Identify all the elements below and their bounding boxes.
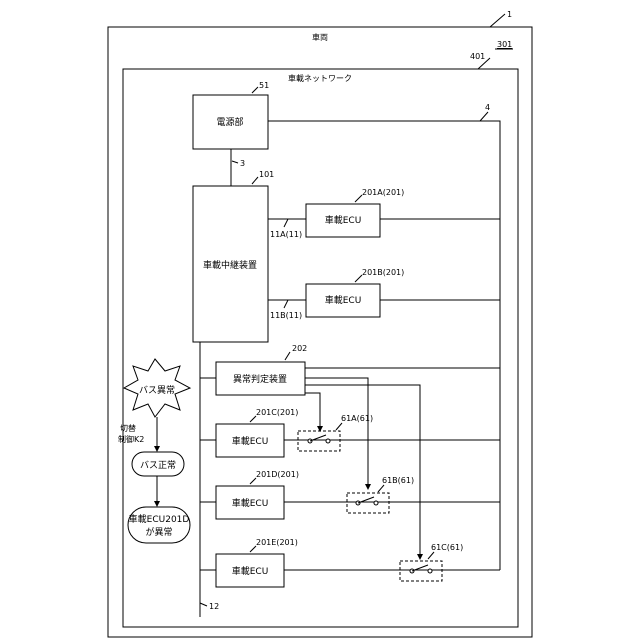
- switch-61a-box: [298, 431, 340, 451]
- ref-61a: 61A(61): [341, 414, 373, 423]
- ecu-201d-label: 車載ECU: [232, 497, 269, 509]
- ref-301: 301: [497, 40, 512, 49]
- switch-61c-box: [400, 561, 442, 581]
- judge-device-label: 異常判定装置: [233, 373, 287, 385]
- switch-control-label-1: 切替: [120, 423, 136, 433]
- ref-51: 51: [259, 81, 269, 90]
- ref-11b: 11B(11): [270, 311, 302, 320]
- ref-201d: 201D(201): [256, 470, 299, 479]
- ref-201c: 201C(201): [256, 408, 298, 417]
- network-title: 車載ネットワーク: [288, 73, 352, 83]
- ref-201a: 201A(201): [362, 188, 404, 197]
- ecu-201b-label: 車載ECU: [325, 294, 362, 306]
- ref-4: 4: [485, 103, 490, 112]
- ref-61b: 61B(61): [382, 476, 414, 485]
- ref-401: 401: [470, 52, 485, 61]
- power-unit-label: 電源部: [216, 116, 243, 128]
- ref-1: 1: [507, 10, 512, 19]
- ref-11a: 11A(11): [270, 230, 302, 239]
- ref-12: 12: [209, 602, 219, 611]
- ref-202: 202: [292, 344, 307, 353]
- ref-201b: 201B(201): [362, 268, 404, 277]
- ref-201e: 201E(201): [256, 538, 298, 547]
- bus-abnormal-label: バス異常: [139, 384, 175, 396]
- vehicle-title: 車両: [312, 32, 328, 42]
- ecu-201c-label: 車載ECU: [232, 435, 269, 447]
- switch-control-label-2: 制御K2: [118, 434, 144, 444]
- ecu-abnormal-label-2: が異常: [145, 526, 172, 538]
- ecu-abnormal-label-1: 車載ECU201D: [129, 513, 190, 525]
- relay-device-label: 車載中継装置: [203, 259, 257, 271]
- ref-61c: 61C(61): [431, 543, 463, 552]
- switch-61b-box: [347, 493, 389, 513]
- bus-normal-label: バス正常: [140, 459, 176, 471]
- vehicle-frame: [108, 27, 532, 637]
- ref-101: 101: [259, 170, 274, 179]
- ecu-201a-label: 車載ECU: [325, 214, 362, 226]
- ecu-201e-label: 車載ECU: [232, 565, 269, 577]
- ref-3: 3: [240, 159, 245, 168]
